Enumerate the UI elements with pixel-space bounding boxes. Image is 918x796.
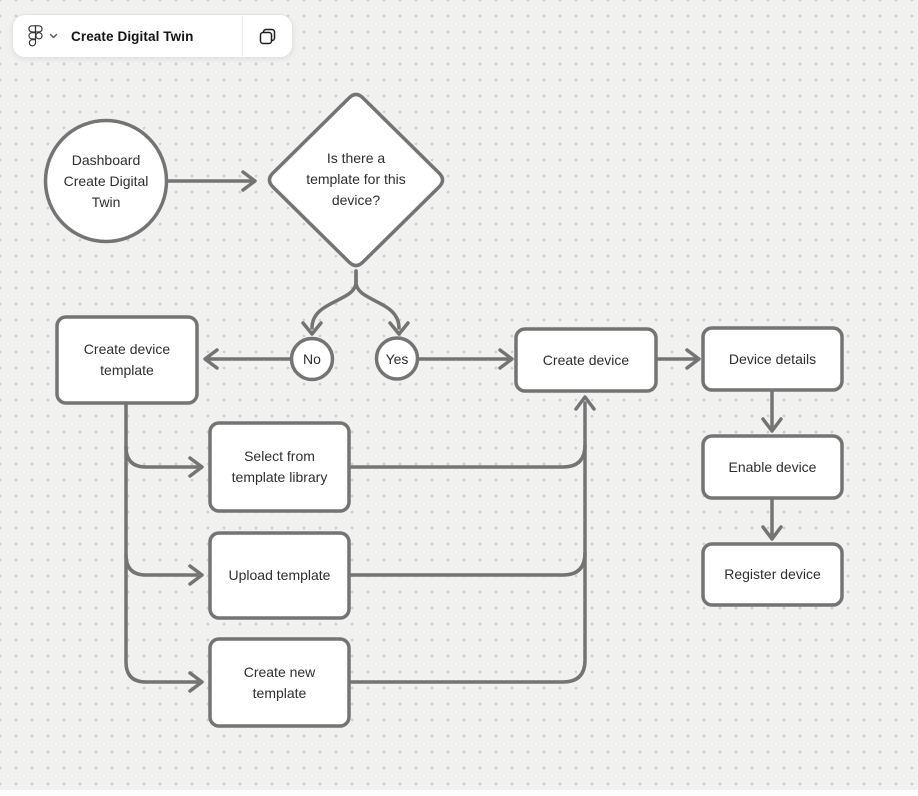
node-label: Enable device [728,458,817,475]
connector-template-trunk-to-create-new-template[interactable] [124,402,204,693]
connector-yes-to-create-device[interactable] [417,348,514,370]
connector-create-new-template-to-create-device[interactable] [348,395,596,684]
widget-menu-button[interactable]: Create Digital Twin [13,15,242,57]
upload-template-shape [208,531,351,620]
node-no[interactable]: No [291,338,333,380]
node-label: No [303,350,321,367]
node-yes[interactable]: Yes [376,338,418,380]
start-circle-shape [43,118,169,244]
connector-decision-to-yes[interactable] [354,269,410,336]
connector-trunk-to-upload-template[interactable] [124,553,204,586]
node-label: Register device [724,566,821,582]
select-from-template-library-shape [208,421,351,513]
chevron-down-icon [49,33,58,39]
connector-create-device-to-device-details[interactable] [656,348,701,370]
node-label: Device details [728,350,817,367]
copy-widget-button[interactable] [243,15,292,57]
node-label: Yes [385,350,409,367]
node-create-new-template[interactable]: Create new template [210,639,349,726]
node-create-device-template[interactable]: Create device template [57,317,197,403]
node-label: Create new template [243,663,316,701]
connector-decision-to-no[interactable] [301,269,358,336]
node-label: Is there a template for this device? [306,150,406,208]
node-create-device[interactable]: Create device [516,329,656,391]
node-enable-device[interactable]: Enable device [703,436,842,498]
register-device-shape [701,542,844,607]
enable-device-shape [701,434,844,500]
create-device-template-shape [55,315,199,405]
connector-start-to-decision[interactable] [166,170,257,192]
no-circle-shape [289,336,335,382]
connector-upload-template-to-create-device[interactable] [348,551,587,577]
connector-trunk-to-select-from-template-library[interactable] [124,445,204,478]
connector-device-details-to-enable-device[interactable] [761,390,783,433]
create-device-shape [514,327,658,393]
widget-title: Create Digital Twin [71,28,194,44]
node-device-details[interactable]: Device details [703,328,842,390]
canvas-bottom-edge [0,790,918,796]
yes-circle-shape [374,336,420,381]
connector-no-to-create-device-template[interactable] [203,348,292,370]
node-label: Upload template [228,567,331,583]
decision-diamond-shape [267,92,445,268]
node-label: Create device [542,351,630,368]
figma-logo-icon [28,25,43,47]
node-label: Dashboard Create Digital Twin [63,151,149,210]
node-upload-template[interactable]: Upload template [210,533,349,618]
copy-icon [258,27,277,46]
connector-select-from-template-library-to-create-device[interactable] [348,443,587,469]
node-register-device[interactable]: Register device [703,544,842,605]
node-decision[interactable]: Is there a template for this device? [266,90,446,269]
node-select-from-template-library[interactable]: Select from template library [210,423,349,511]
toolbar-divider [242,16,243,56]
device-details-shape [701,326,844,392]
node-label: Select from template library [231,448,328,485]
widget-toolbar: Create Digital Twin [12,14,293,58]
connector-enable-device-to-register-device[interactable] [761,498,783,541]
node-start[interactable]: Dashboard Create Digital Twin [45,120,167,242]
create-new-template-shape [208,637,351,728]
node-label: Create device template [83,341,171,378]
